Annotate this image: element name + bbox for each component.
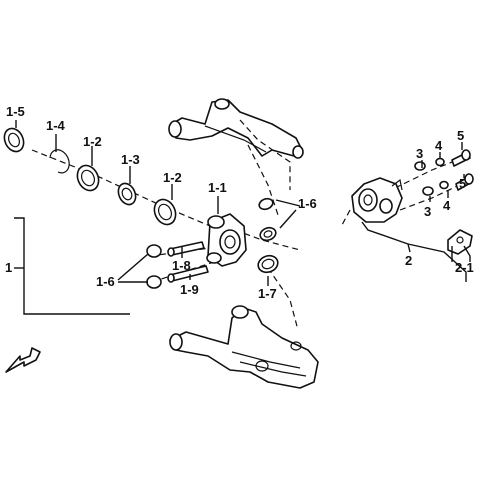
callout-1-1: 1-1 [208, 180, 227, 195]
front-direction-arrow-icon [5, 347, 41, 373]
callout-2-1: 2-1 [455, 260, 474, 275]
brake-caliper-2[interactable] [351, 177, 403, 223]
dust-seal-1-6-upper[interactable] [258, 197, 275, 211]
assembly-guide-line [341, 209, 351, 226]
spacer-1-3[interactable] [115, 181, 139, 208]
callout-4-upper: 4 [435, 138, 443, 153]
callout-1-8: 1-8 [172, 258, 191, 273]
callout-1-9: 1-9 [180, 282, 199, 297]
callout-5-upper: 5 [457, 128, 464, 143]
knuckle-1-1[interactable] [206, 213, 247, 267]
callout-2: 2 [405, 253, 412, 268]
assembly-guide-line [247, 144, 279, 216]
lower-arm[interactable] [169, 305, 319, 389]
callout-3-lower: 3 [424, 204, 431, 219]
callout-1-7: 1-7 [258, 286, 277, 301]
assembly-guide-line [239, 119, 291, 190]
washer-3-lower[interactable] [422, 186, 434, 196]
dust-seal-1-6-mid[interactable] [258, 226, 277, 243]
washer-4-lower[interactable] [439, 180, 449, 190]
callout-1-6-right: 1-6 [298, 196, 317, 211]
callout-1-2-right: 1-2 [163, 170, 182, 185]
callout-5-lower: 5 [459, 176, 466, 191]
washer-3-upper[interactable] [414, 161, 426, 171]
callout-1-4: 1-4 [46, 118, 66, 133]
callout-1-5: 1-5 [6, 104, 25, 119]
assembly-guide-line [234, 229, 301, 251]
washer-1-6-upper[interactable] [146, 244, 162, 258]
callout-1-3: 1-3 [121, 152, 140, 167]
washer-4-upper[interactable] [435, 157, 445, 167]
washer-1-6-lower[interactable] [146, 275, 162, 289]
upper-arm[interactable] [168, 98, 304, 159]
assembly-guide-line [267, 267, 299, 331]
leader-lines [14, 120, 471, 315]
callout-3-upper: 3 [416, 146, 423, 161]
oil-seal-1-7[interactable] [256, 253, 280, 275]
bolt-5-upper[interactable] [451, 149, 471, 167]
callout-1: 1 [5, 260, 12, 275]
callout-1-6-left: 1-6 [96, 274, 115, 289]
pin-1-9[interactable] [167, 265, 209, 283]
seal-1-5[interactable] [1, 125, 27, 154]
callout-1-2-left: 1-2 [83, 134, 102, 149]
assembly-guide-line [394, 154, 471, 189]
circlip-1-4[interactable] [49, 149, 70, 174]
bearing-1-2-right[interactable] [150, 196, 179, 228]
pin-1-8[interactable] [167, 241, 205, 257]
bolt-5-lower[interactable] [455, 173, 474, 191]
bearing-1-2-left[interactable] [73, 162, 102, 194]
callout-4-lower: 4 [443, 198, 451, 213]
